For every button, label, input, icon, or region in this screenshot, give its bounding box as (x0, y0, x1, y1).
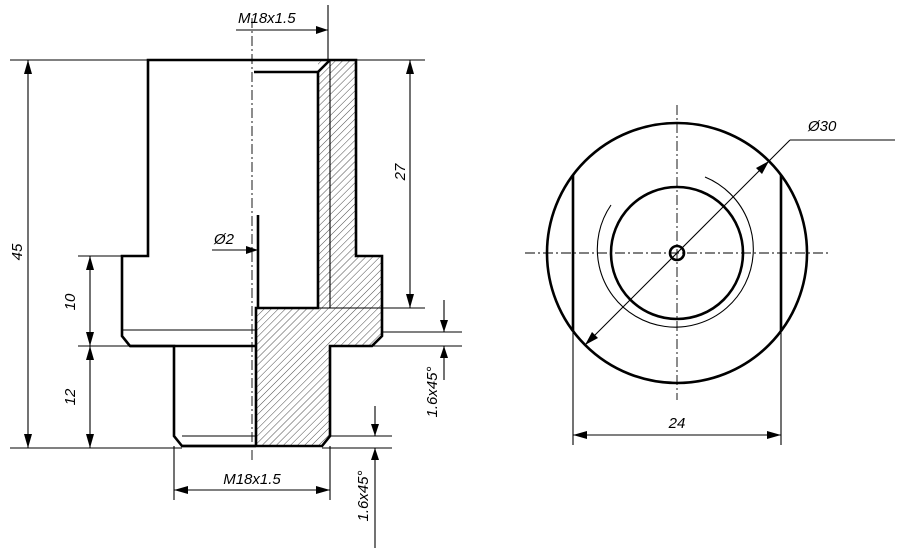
side-view: Ø30 24 (525, 105, 895, 445)
overall-height-label: 45 (9, 243, 26, 260)
bore-depth-dimension: 27 (356, 59, 425, 309)
upper-chamfer-dimension: 1.6x45° (372, 300, 462, 418)
flats-width-label: 24 (668, 415, 686, 432)
section-hatch-upper-wall (318, 60, 382, 308)
lower-chamfer-label: 1.6x45° (355, 470, 372, 521)
outer-dia-dimension: Ø30 (584, 118, 895, 346)
overall-height-dimension: 45 (9, 59, 182, 449)
top-thread-dimension: M18x1.5 (236, 5, 329, 60)
bottom-thread-dimension: M18x1.5 (173, 446, 331, 500)
bottom-thread-label: M18x1.5 (223, 471, 281, 488)
hole-dia-dimension: Ø2 (212, 231, 258, 254)
bore-chamfer (317, 59, 331, 73)
bore-depth-label: 27 (392, 163, 409, 181)
outer-dia-label: Ø30 (807, 118, 837, 135)
hex-height-label: 10 (62, 293, 79, 310)
thread-length-dimension: 12 (62, 346, 94, 448)
lower-chamfer-dimension: 1.6x45° (322, 406, 392, 548)
upper-chamfer-label: 1.6x45° (424, 366, 441, 417)
top-thread-label: M18x1.5 (238, 10, 296, 27)
front-view: M18x1.5 45 10 12 (9, 5, 462, 548)
hex-height-dimension: 10 (62, 255, 130, 347)
hole-dia-label: Ø2 (213, 231, 235, 248)
thread-length-label: 12 (62, 388, 79, 405)
part-outline (120, 58, 384, 448)
flats-width-dimension: 24 (572, 331, 782, 445)
section-hatch-lower-body (256, 308, 382, 446)
thread-arc (596, 176, 754, 328)
